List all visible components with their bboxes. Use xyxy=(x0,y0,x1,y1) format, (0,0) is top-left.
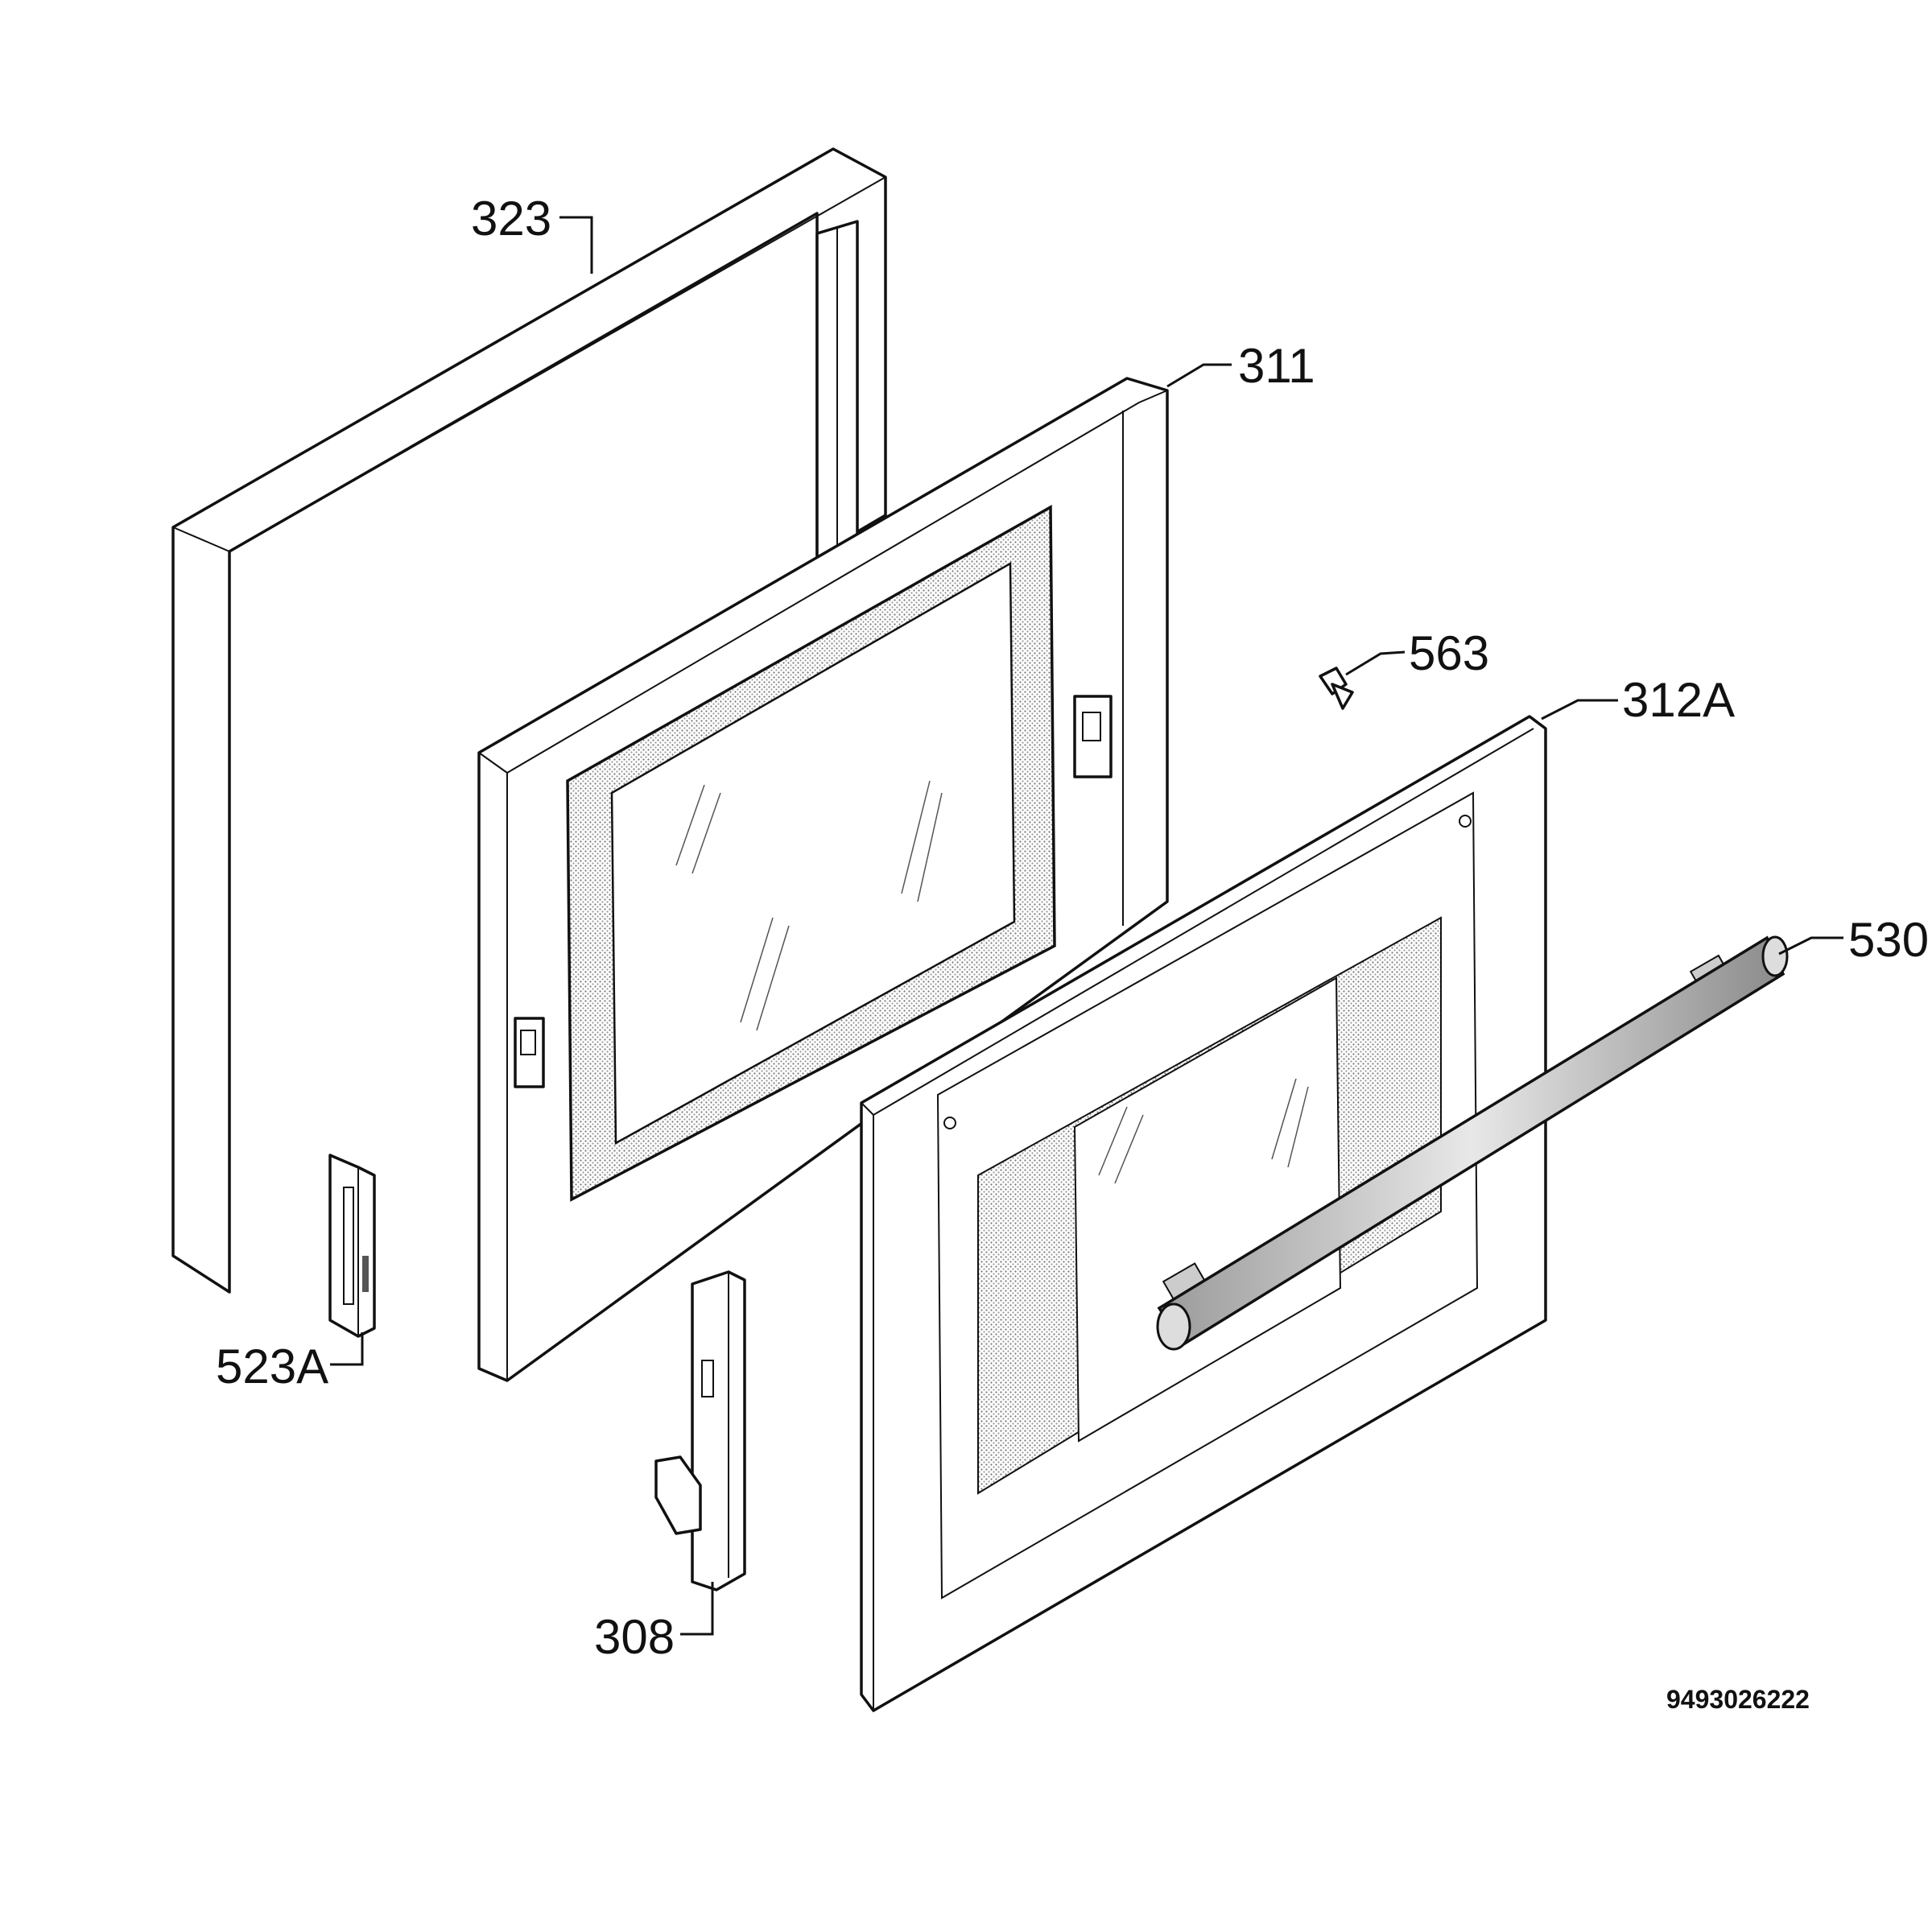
label-323: 323 xyxy=(471,192,551,246)
part-563-screw xyxy=(1319,667,1354,710)
part-523A-latch xyxy=(328,1154,376,1338)
part-312A-outer-door-panel xyxy=(860,715,1547,1712)
part-530-handle xyxy=(1156,935,1789,1351)
label-312A: 312A xyxy=(1622,673,1735,727)
part-308-hinge xyxy=(654,1270,746,1598)
glass-reflection-marks xyxy=(675,780,943,1031)
leader-lines xyxy=(330,216,1843,1636)
drawing-number: 9493026222 xyxy=(1666,1685,1810,1714)
label-563: 563 xyxy=(1409,626,1489,680)
outer-glass-reflection-marks xyxy=(1098,1078,1309,1184)
label-530: 530 xyxy=(1848,913,1929,967)
part-311-inner-door-panel xyxy=(477,377,1169,1382)
label-523A: 523A xyxy=(216,1340,328,1393)
label-311: 311 xyxy=(1238,339,1315,393)
label-308: 308 xyxy=(594,1610,675,1664)
